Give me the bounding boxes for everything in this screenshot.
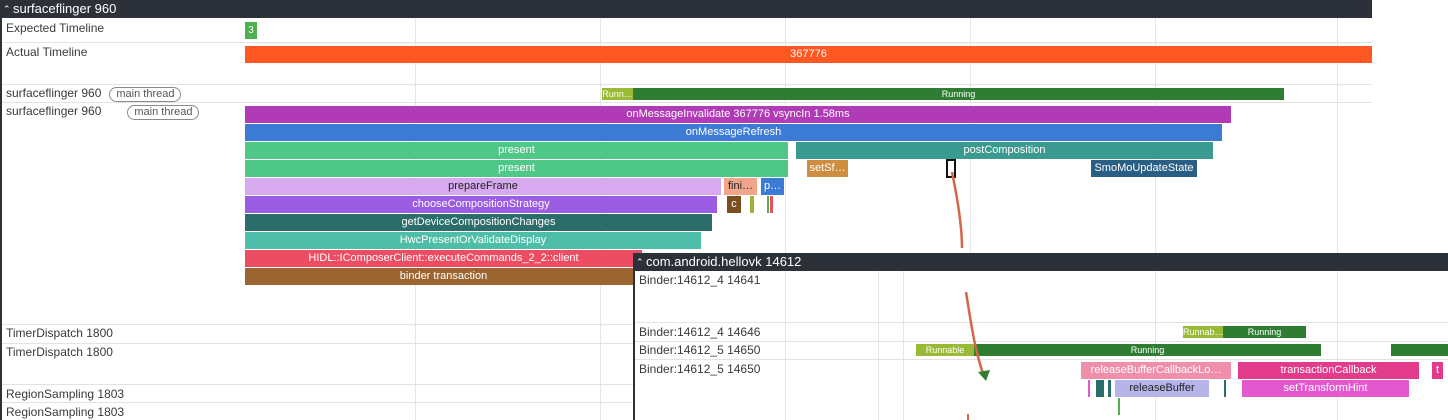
binder-row-label: Binder:14612_5 14650	[639, 362, 761, 376]
slice-release-buffer-callback[interactable]: releaseBufferCallbackLo…	[1081, 362, 1231, 379]
slice-tiny[interactable]	[1108, 380, 1111, 397]
timer-dispatch-row-label: TimerDispatch 1800	[6, 326, 113, 340]
region-sampling-row-label: RegionSampling 1803	[6, 387, 125, 401]
slice-hidl-execute-commands[interactable]: HIDL::IComposerClient::executeCommands_2…	[245, 250, 642, 267]
thread-state-running[interactable]: Running	[633, 88, 1284, 100]
thread-state-runnable[interactable]: Runnab…	[1183, 326, 1223, 338]
slice-set-transform-hint[interactable]: setTransformHint	[1242, 380, 1409, 397]
slice-p-short[interactable]: p…	[761, 178, 784, 195]
slice-tiny[interactable]	[750, 196, 754, 213]
slice-release-buffer[interactable]: releaseBuffer	[1115, 380, 1209, 397]
slice-get-device-composition-changes[interactable]: getDeviceCompositionChanges	[245, 214, 712, 231]
binder-row-label: Binder:14612_4 14641	[639, 273, 761, 287]
panel-left-border	[0, 18, 2, 420]
grid-line	[1337, 271, 1338, 420]
slice-present[interactable]: present	[245, 142, 788, 159]
slice-set-sf[interactable]: setSf…	[807, 160, 848, 177]
slice-on-message-invalidate[interactable]: onMessageInvalidate 367776 vsyncIn 1.58m…	[245, 106, 1231, 123]
row-separator	[635, 359, 1448, 360]
slice-transaction-callback[interactable]: transactionCallback	[1238, 362, 1419, 379]
grid-line	[903, 271, 904, 420]
row-separator	[635, 341, 1448, 342]
hellovk-panel: ⌃com.android.hellovk 14612 Binder:14612_…	[633, 253, 1448, 420]
hellovk-title: com.android.hellovk 14612	[646, 254, 802, 269]
surfaceflinger-header[interactable]: ⌃surfaceflinger 960	[0, 0, 1372, 18]
slice-tiny[interactable]	[770, 196, 773, 213]
hellovk-header[interactable]: ⌃com.android.hellovk 14612	[633, 253, 1448, 271]
slice-tiny[interactable]	[767, 196, 769, 213]
binder-row-label: Binder:14612_4 14646	[639, 325, 761, 339]
grid-line	[878, 271, 879, 420]
row-separator	[2, 384, 634, 385]
grid-line	[1155, 18, 1156, 420]
grid-line	[785, 18, 786, 420]
grid-line	[970, 18, 971, 420]
row-separator	[2, 42, 1372, 43]
slice-hwc-present-or-validate-display[interactable]: HwcPresentOrValidateDisplay	[245, 232, 701, 249]
slice-tiny[interactable]	[1118, 398, 1120, 415]
panel-left-border	[633, 253, 635, 420]
chevron-up-icon[interactable]: ⌃	[636, 257, 644, 267]
slice-t-short[interactable]: t	[1432, 362, 1443, 379]
slice-post-composition[interactable]: postComposition	[796, 142, 1213, 159]
row-separator	[2, 402, 634, 403]
slice-smo-update-state[interactable]: SmoMoUpdateState	[1091, 160, 1197, 177]
slice-tiny[interactable]	[1224, 380, 1226, 397]
expected-timeline-label: Expected Timeline	[6, 21, 105, 35]
chevron-up-icon[interactable]: ⌃	[3, 4, 11, 14]
thread-name: surfaceflinger 960	[6, 86, 102, 100]
slice-binder-transaction[interactable]: binder transaction	[245, 268, 642, 285]
slice-fini[interactable]: fini…	[724, 178, 757, 195]
row-separator	[2, 324, 634, 325]
thread-state-running[interactable]: Running	[1223, 326, 1306, 338]
selected-slice-marker[interactable]	[946, 159, 956, 178]
actual-timeline-label: Actual Timeline	[6, 45, 88, 59]
expected-timeline-badge[interactable]: 3	[245, 22, 257, 39]
grid-line	[785, 271, 786, 420]
slice-tiny[interactable]	[1088, 380, 1090, 397]
thread-state-runnable[interactable]: Runn…	[602, 88, 633, 100]
slice-prepare-frame[interactable]: prepareFrame	[245, 178, 721, 195]
row-separator	[2, 102, 1372, 103]
surfaceflinger-title: surfaceflinger 960	[13, 1, 117, 16]
thread-state-running[interactable]: Running	[974, 344, 1321, 356]
region-sampling-row-label: RegionSampling 1803	[6, 405, 125, 419]
slice-c-short[interactable]: c	[727, 196, 741, 213]
slice-row-label: surfaceflinger 960 main thread	[6, 104, 200, 120]
binder-row-label: Binder:14612_5 14650	[639, 343, 761, 357]
thread-state-runnable[interactable]: Runnable	[916, 344, 974, 356]
grid-line	[1337, 18, 1338, 420]
thread-name: surfaceflinger 960	[6, 104, 102, 118]
main-thread-tag: main thread	[109, 87, 182, 102]
actual-timeline-slice[interactable]: 367776	[245, 46, 1372, 63]
thread-state-running[interactable]	[1391, 344, 1448, 356]
slice-present-nested[interactable]: present	[245, 160, 788, 177]
timer-dispatch-row-label: TimerDispatch 1800	[6, 345, 113, 359]
slice-on-message-refresh[interactable]: onMessageRefresh	[245, 124, 1222, 141]
row-separator	[635, 322, 1448, 323]
surfaceflinger-panel: ⌃surfaceflinger 960 Expected Timeline 3 …	[0, 0, 1372, 420]
main-thread-tag: main thread	[127, 105, 200, 120]
row-separator	[2, 84, 1372, 85]
thread-state-row-label: surfaceflinger 960 main thread	[6, 86, 182, 102]
slice-tiny[interactable]	[1096, 380, 1104, 397]
row-separator	[2, 343, 634, 344]
slice-choose-composition-strategy[interactable]: chooseCompositionStrategy	[245, 196, 717, 213]
